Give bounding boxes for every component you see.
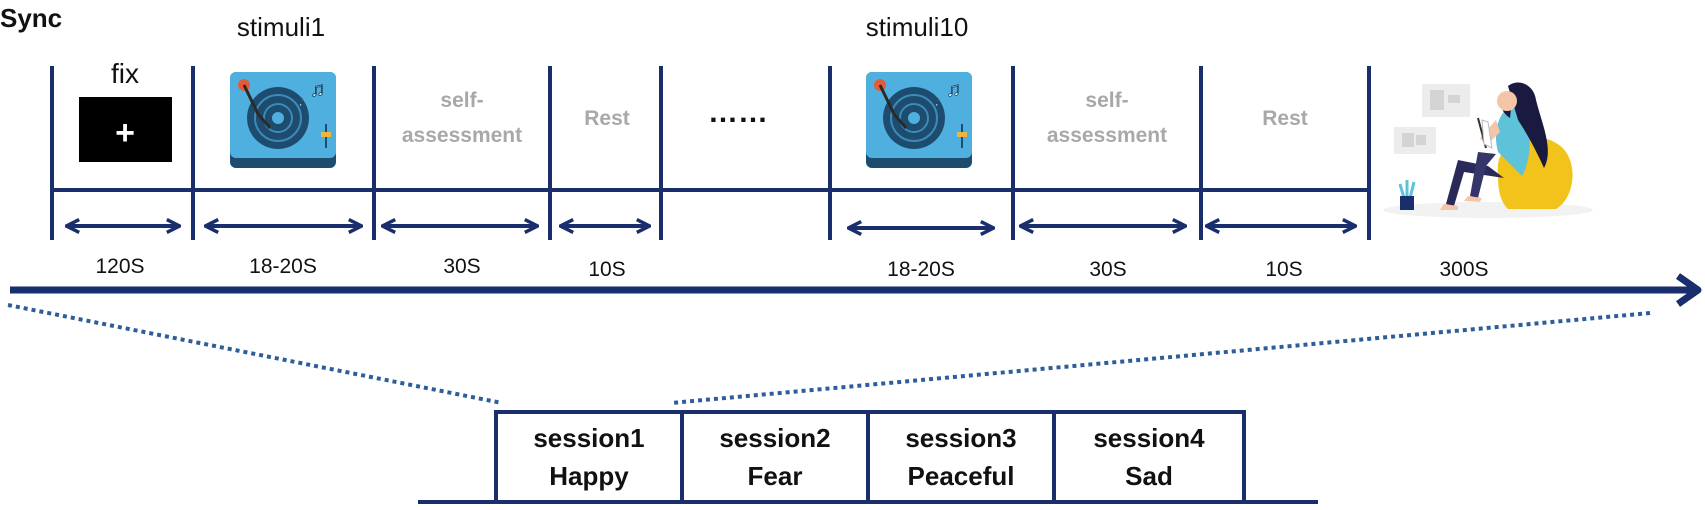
svg-text:♪: ♪ [298, 93, 305, 109]
self-assessment-label-1b: assessment [402, 124, 522, 147]
rest-label-2: Rest [1262, 107, 1308, 130]
stimuli1-label: stimuli1 [237, 12, 325, 42]
duration-label: 18-20S [249, 255, 317, 278]
duration-label: 10S [1265, 258, 1302, 281]
fixation-box [79, 97, 172, 162]
duration-label: 120S [95, 255, 144, 278]
session-name: session3 [905, 423, 1016, 453]
session-name: session1 [533, 423, 644, 453]
svg-text:♫: ♫ [310, 79, 325, 101]
duration-label: 30S [1089, 258, 1126, 281]
turntable-icon: ♫ ♪ [866, 72, 972, 168]
duration-label: 30S [443, 255, 480, 278]
zoom-line-right [670, 311, 1651, 405]
title: Sync [0, 3, 62, 33]
fixation-cross-icon: + [115, 114, 135, 152]
session-emotion: Happy [549, 461, 629, 491]
session-name: session4 [1093, 423, 1205, 453]
duration-label: 300S [1439, 258, 1488, 281]
session-name: session2 [719, 423, 830, 453]
session-emotion: Sad [1125, 461, 1173, 491]
duration-label: 18-20S [887, 258, 955, 281]
self-assessment-label-2a: self- [1085, 89, 1128, 112]
session-emotion: Fear [748, 461, 803, 491]
svg-text:♪: ♪ [934, 93, 941, 109]
session-emotion: Peaceful [908, 461, 1015, 491]
session-box-4 [1052, 410, 1246, 504]
turntable-icon: ♫ ♪ [230, 72, 336, 168]
self-assessment-label-2b: assessment [1047, 124, 1167, 147]
person-reading-icon [1383, 82, 1593, 218]
zoom-line-left [7, 303, 503, 405]
session-box-2 [680, 410, 870, 504]
duration-label: 10S [588, 258, 625, 281]
stimuli10-label: stimuli10 [866, 12, 969, 42]
rest-label-1: Rest [584, 107, 630, 130]
main-timeline-arrowhead [1675, 273, 1702, 307]
svg-text:♫: ♫ [946, 79, 961, 101]
ellipsis: …… [708, 96, 768, 129]
fix-label: fix [111, 58, 139, 89]
self-assessment-label-1a: self- [440, 89, 483, 112]
timeline-frame [50, 66, 1371, 240]
